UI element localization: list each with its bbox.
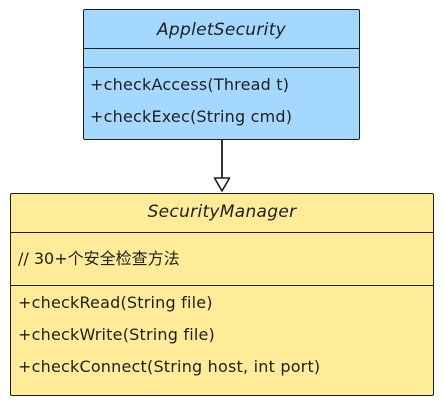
method-check-access: +checkAccess(Thread t) [90, 75, 290, 94]
method-check-read: +checkRead(String file) [18, 293, 213, 312]
applet-security-divider-methods [84, 67, 359, 68]
applet-security-divider-top [84, 48, 359, 49]
method-check-exec: +checkExec(String cmd) [90, 107, 293, 126]
security-manager-comment: // 30+个安全检查方法 [18, 249, 180, 268]
security-manager-class-name: SecurityManager [147, 202, 297, 222]
inheritance-triangle-head [213, 177, 231, 192]
method-check-connect: +checkConnect(String host, int port) [18, 357, 321, 376]
applet-security-class[interactable]: AppletSecurity +checkAccess(Thread t) +c… [83, 9, 360, 140]
security-manager-divider-methods [11, 285, 433, 286]
security-manager-class[interactable]: SecurityManager // 30+个安全检查方法 +checkRead… [10, 193, 434, 396]
method-check-write: +checkWrite(String file) [18, 325, 215, 344]
applet-security-class-name: AppletSecurity [156, 20, 287, 40]
security-manager-divider-top [11, 232, 433, 233]
